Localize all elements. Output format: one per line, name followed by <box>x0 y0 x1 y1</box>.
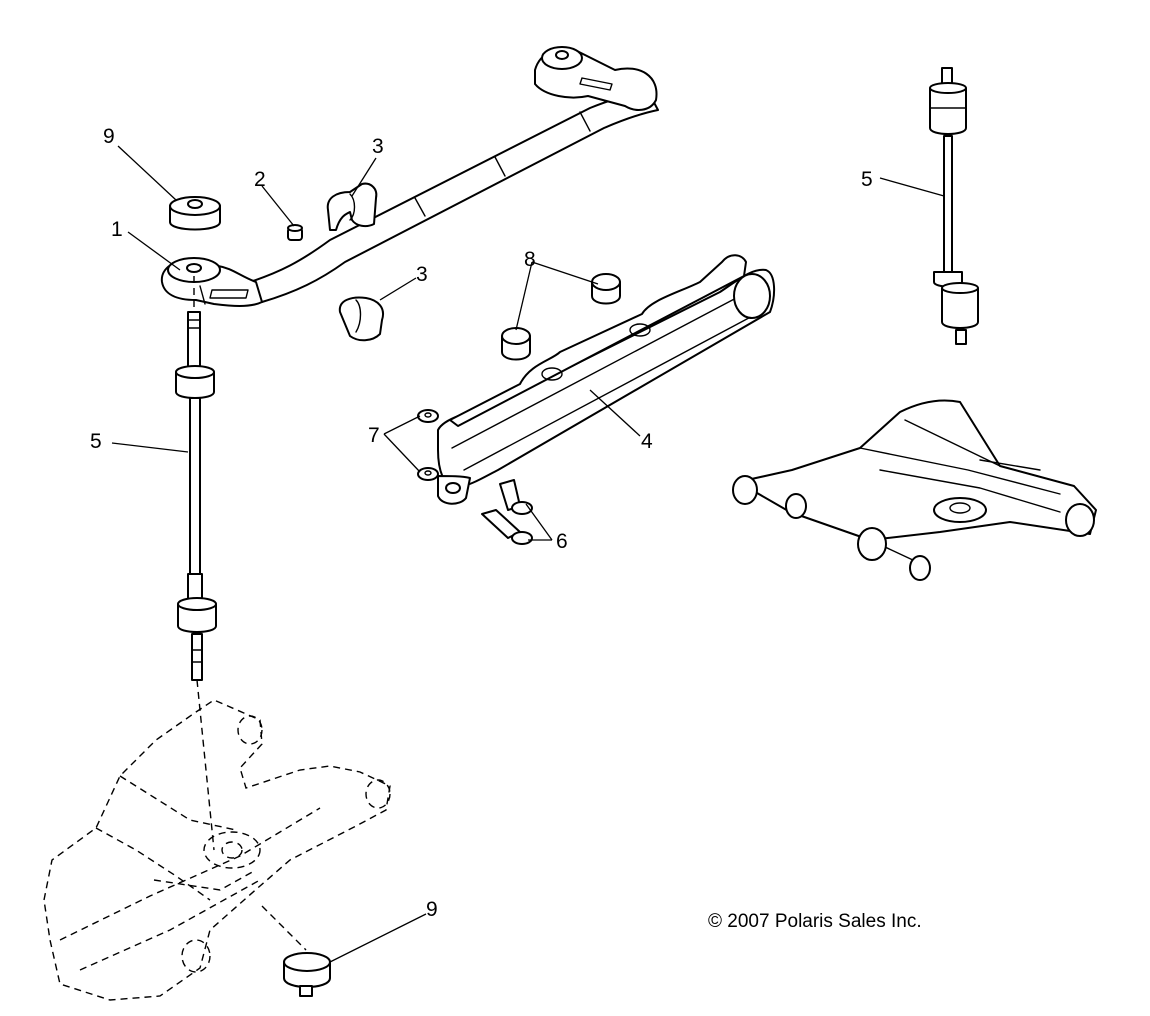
callout-4: 4 <box>641 430 653 453</box>
reference-frame-assembly-left <box>43 699 391 1001</box>
reference-frame-assembly-right <box>732 399 1097 581</box>
bracket-nuts <box>417 409 439 481</box>
mounting-bracket <box>437 254 776 505</box>
callout-3-lower: 3 <box>416 263 428 286</box>
upper-grommet <box>169 196 221 231</box>
callout-6: 6 <box>556 530 568 553</box>
stabilizer-link-right <box>929 67 979 345</box>
callout-labels: 9 1 2 3 3 8 4 7 6 5 5 9 <box>90 125 873 921</box>
bar-bushing-lower <box>338 296 384 342</box>
callout-2: 2 <box>254 168 266 191</box>
stabilizer-link-left <box>175 276 217 851</box>
bracket-pins <box>481 479 533 545</box>
leader-lines <box>111 145 945 963</box>
callout-1: 1 <box>111 218 123 241</box>
callout-5-left: 5 <box>90 430 102 453</box>
callout-8: 8 <box>524 248 536 271</box>
bushing-clamp-screw <box>287 224 303 241</box>
callout-7: 7 <box>368 424 380 447</box>
callout-9-upper: 9 <box>103 125 115 148</box>
lower-grommet <box>283 952 331 997</box>
copyright-notice: © 2007 Polaris Sales Inc. <box>708 911 922 932</box>
callout-5-right: 5 <box>861 168 873 191</box>
bar-bushing-upper <box>326 182 378 231</box>
callout-3-upper: 3 <box>372 135 384 158</box>
callout-9-lower: 9 <box>426 898 438 921</box>
stabilizer-bar <box>160 46 659 307</box>
